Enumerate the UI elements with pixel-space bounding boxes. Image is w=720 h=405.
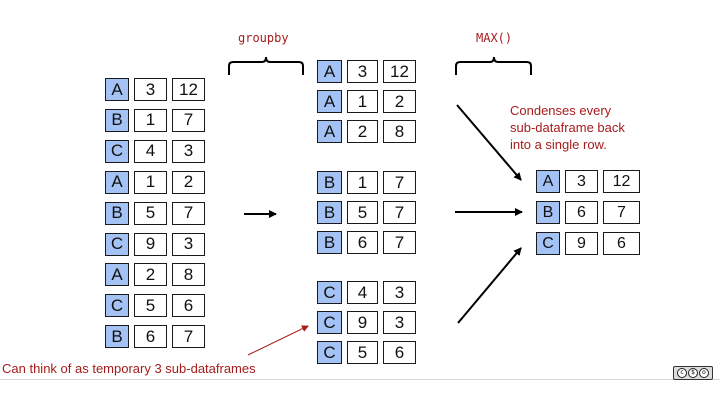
original-row-value-cell: 3 (172, 139, 205, 163)
footer-divider (0, 379, 720, 380)
max-brace (455, 56, 532, 75)
group-row-value-cell: 3 (383, 281, 416, 304)
max-label: MAX() (476, 31, 513, 45)
group-row-value-cell: 2 (347, 120, 378, 143)
group-row-key-cell: C (317, 311, 342, 334)
original-row-value-cell: 4 (134, 139, 167, 163)
group-row-key-cell: A (317, 90, 342, 113)
result-row-key-cell: A (536, 170, 560, 193)
original-row-key-cell: A (105, 263, 129, 287)
original-row-key-cell: A (105, 78, 129, 101)
result-row-value-cell: 6 (565, 201, 598, 224)
original-row-key-cell: B (105, 325, 129, 349)
original-row-value-cell: 9 (134, 232, 167, 256)
result-row-value-cell: 9 (565, 232, 598, 255)
original-row-value-cell: 3 (134, 78, 167, 101)
groupby-label: groupby (238, 31, 289, 45)
original-row-value-cell: 2 (134, 263, 167, 287)
original-row-value-cell: 2 (172, 170, 205, 194)
original-row-value-cell: 6 (172, 294, 205, 318)
original-row-key-cell: A (105, 170, 129, 194)
group-row-value-cell: 7 (383, 231, 416, 254)
group-row-value-cell: 8 (383, 120, 416, 143)
groupby-brace (228, 56, 304, 75)
original-row-key-cell: C (105, 232, 129, 256)
group-row-key-cell: C (317, 341, 342, 364)
result-row-value-cell: 7 (603, 201, 640, 224)
condenses-line-3: into a single row. (510, 137, 607, 152)
group-row-key-cell: A (317, 120, 342, 143)
group-row-key-cell: B (317, 231, 342, 254)
original-row-value-cell: 7 (172, 325, 205, 349)
group-row-value-cell: 2 (383, 90, 416, 113)
arrow-group-a-to-result (456, 104, 522, 181)
original-row-value-cell: 12 (172, 78, 205, 101)
group-row-value-cell: 12 (383, 60, 416, 83)
condenses-line-2: sub-dataframe back (510, 120, 625, 135)
original-row-key-cell: C (105, 139, 129, 163)
annotation-arrow (247, 325, 309, 356)
group-row-value-cell: 7 (383, 201, 416, 224)
original-row-key-cell: B (105, 108, 129, 132)
original-row-value-cell: 5 (134, 294, 167, 318)
original-row-value-cell: 5 (134, 201, 167, 225)
original-row-value-cell: 7 (172, 108, 205, 132)
arrow-group-c-to-result (457, 247, 522, 324)
cc-by-nc-sa-icon: c$o (673, 366, 713, 380)
result-row-key-cell: B (536, 201, 560, 224)
group-row-value-cell: 6 (383, 341, 416, 364)
group-row-value-cell: 6 (347, 231, 378, 254)
group-row-value-cell: 1 (347, 171, 378, 194)
group-row-value-cell: 3 (347, 60, 378, 83)
group-row-value-cell: 5 (347, 341, 378, 364)
original-row-key-cell: C (105, 294, 129, 318)
group-row-value-cell: 9 (347, 311, 378, 334)
group-row-value-cell: 5 (347, 201, 378, 224)
original-row-value-cell: 8 (172, 263, 205, 287)
original-row-value-cell: 6 (134, 325, 167, 349)
result-row-key-cell: C (536, 232, 560, 255)
group-row-key-cell: C (317, 281, 342, 304)
temporary-subframes-label: Can think of as temporary 3 sub-datafram… (2, 361, 256, 376)
result-row-value-cell: 12 (603, 170, 640, 193)
original-row-value-cell: 1 (134, 108, 167, 132)
original-row-value-cell: 3 (172, 232, 205, 256)
group-row-key-cell: B (317, 201, 342, 224)
group-row-value-cell: 4 (347, 281, 378, 304)
original-row-value-cell: 7 (172, 201, 205, 225)
original-row-key-cell: B (105, 201, 129, 225)
group-row-key-cell: A (317, 60, 342, 83)
group-row-value-cell: 1 (347, 90, 378, 113)
group-row-value-cell: 3 (383, 311, 416, 334)
group-row-value-cell: 7 (383, 171, 416, 194)
result-row-value-cell: 3 (565, 170, 598, 193)
result-row-value-cell: 6 (603, 232, 640, 255)
original-row-value-cell: 1 (134, 170, 167, 194)
group-row-key-cell: B (317, 171, 342, 194)
condenses-line-1: Condenses every (510, 103, 612, 118)
